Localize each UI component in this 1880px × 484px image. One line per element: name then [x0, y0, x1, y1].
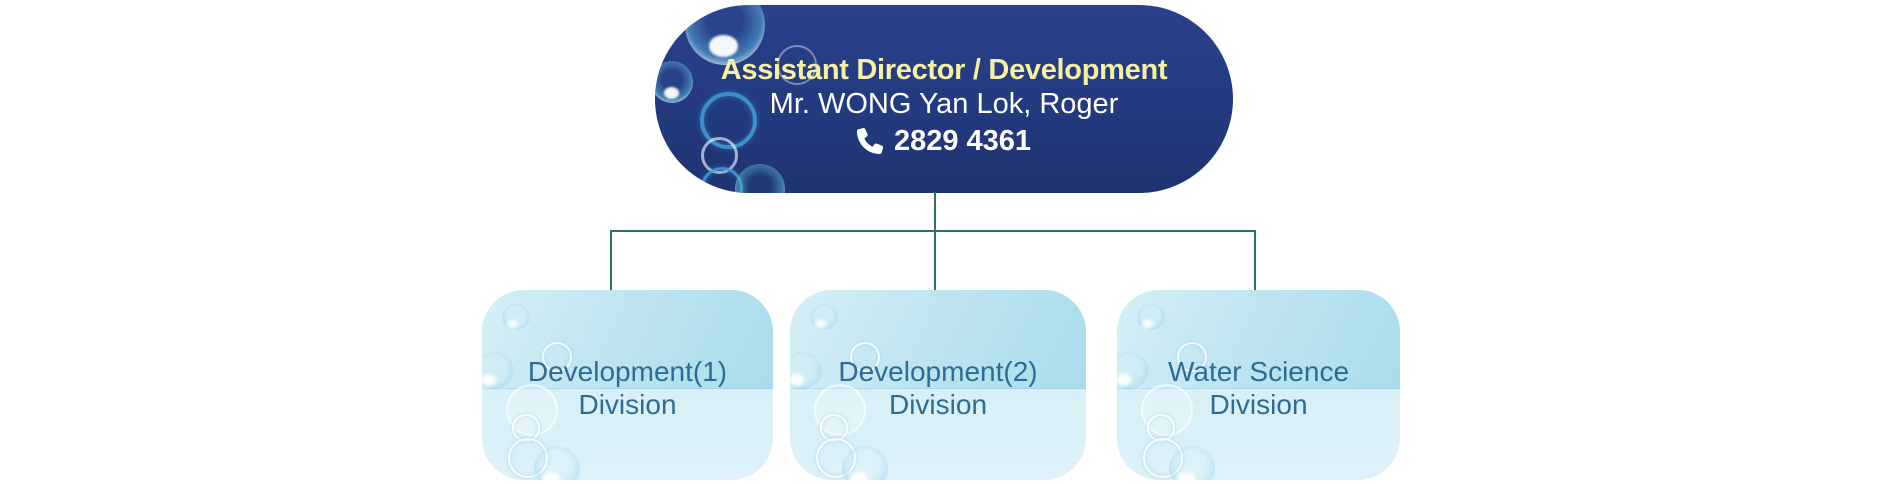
phone-icon — [856, 128, 883, 154]
root-node-text: Assistant Director / Development Mr. WON… — [655, 5, 1233, 193]
connector-drop-right — [1254, 230, 1256, 291]
division-label: Water Science Division — [1117, 290, 1400, 480]
division-top-band — [790, 290, 1086, 389]
connector-drop-left — [610, 230, 612, 291]
division-name-line1: Development(1) — [527, 356, 728, 387]
org-node-assistant-director: Assistant Director / Development Mr. WON… — [655, 5, 1233, 193]
org-node-development-2-division[interactable]: Development(2) Division — [790, 290, 1086, 480]
node-phone: 2829 4361 — [856, 121, 1032, 161]
phone-number: 2829 4361 — [893, 125, 1032, 157]
connector-drop-middle — [934, 230, 936, 291]
connector-stem — [934, 192, 936, 232]
division-label: Development(2) Division — [790, 290, 1086, 480]
division-name-line2: Division — [888, 389, 988, 420]
division-name-line1: Development(2) — [838, 356, 1038, 387]
division-top-band — [482, 290, 773, 389]
org-node-development-1-division[interactable]: Development(1) Division — [482, 290, 773, 480]
org-node-water-science-division[interactable]: Water Science Division — [1117, 290, 1400, 480]
node-person-name: Mr. WONG Yan Lok, Roger — [769, 88, 1119, 120]
division-name-line2: Division — [1209, 389, 1308, 420]
connector-horizontal — [610, 230, 1256, 232]
division-name-line2: Division — [578, 389, 677, 420]
node-title: Assistant Director / Development — [720, 54, 1168, 86]
division-name-line1: Water Science — [1167, 356, 1350, 387]
division-label: Development(1) Division — [482, 290, 773, 480]
